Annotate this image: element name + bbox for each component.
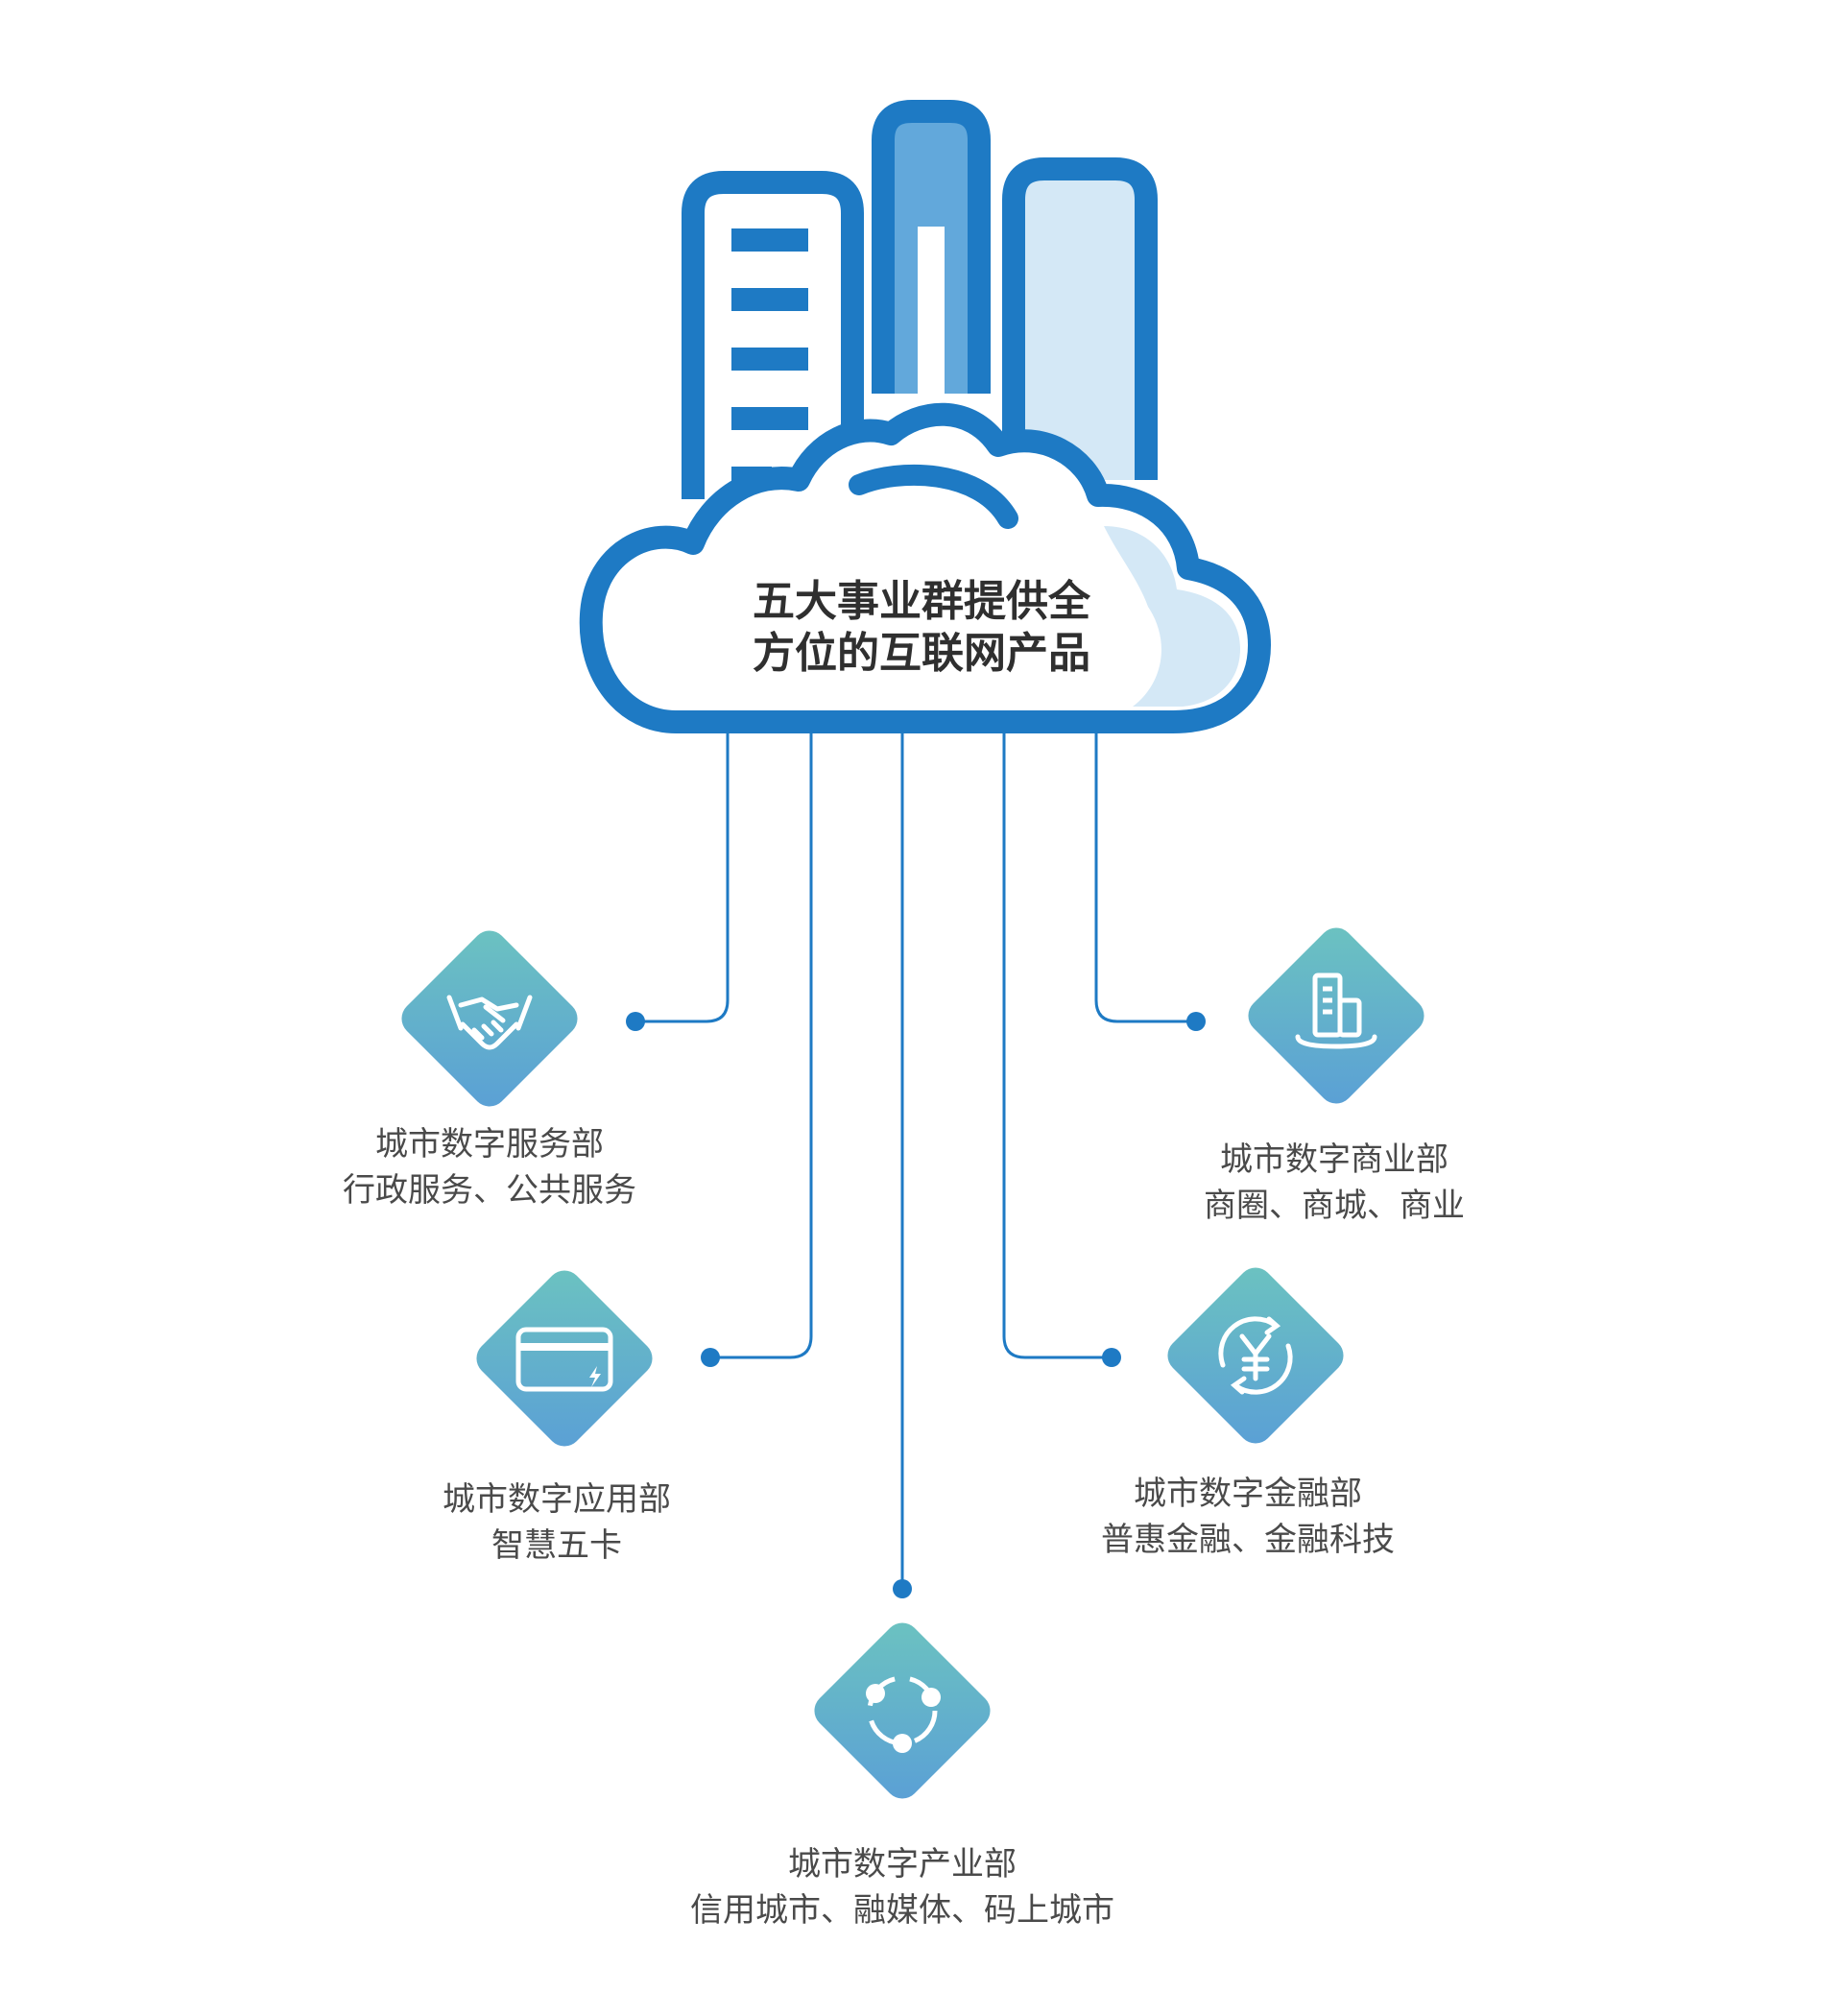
dot-application xyxy=(701,1348,720,1367)
share-cycle-icon xyxy=(866,1675,941,1753)
card-icon xyxy=(515,1327,613,1392)
department-name: 城市数字应用部 xyxy=(443,1480,671,1519)
department-desc: 信用城市、融媒体、码上城市 xyxy=(690,1891,1114,1930)
buildings-icon xyxy=(1295,972,1377,1049)
yuan-cycle-icon xyxy=(1218,1316,1293,1395)
hub-title-line1: 五大事业群提供全 xyxy=(753,577,1090,626)
node-application-diamond xyxy=(476,1270,653,1447)
department-desc: 智慧五卡 xyxy=(491,1526,622,1565)
department-desc: 普惠金融、金融科技 xyxy=(1101,1521,1395,1559)
department-name: 城市数字产业部 xyxy=(788,1845,1017,1884)
node-industry-label: 城市数字产业部 信用城市、融媒体、码上城市 xyxy=(605,1841,1200,1933)
hub-title-line2: 方位的互联网产品 xyxy=(753,629,1090,678)
handshake-icon xyxy=(446,995,533,1050)
node-service-label: 城市数字服务部 行政服务、公共服务 xyxy=(192,1121,787,1213)
node-service-diamond xyxy=(401,930,578,1107)
connector-application xyxy=(710,732,813,1359)
connector-commerce xyxy=(1094,732,1196,1023)
dot-industry xyxy=(893,1579,912,1598)
node-application-label: 城市数字应用部 智慧五卡 xyxy=(259,1476,854,1569)
node-commerce-label: 城市数字商业部 商圈、商城、商业 xyxy=(1037,1137,1632,1229)
connector-service xyxy=(635,732,730,1023)
dot-commerce xyxy=(1186,1012,1206,1031)
dot-finance xyxy=(1102,1348,1121,1367)
department-desc: 商圈、商城、商业 xyxy=(1204,1187,1465,1225)
dot-service xyxy=(626,1012,645,1031)
cloud-shape xyxy=(579,402,1271,733)
node-finance-diamond xyxy=(1167,1267,1344,1444)
node-industry-diamond xyxy=(814,1622,991,1799)
department-name: 城市数字商业部 xyxy=(1220,1140,1448,1179)
department-name: 城市数字金融部 xyxy=(1134,1475,1362,1513)
buildings-illustration xyxy=(682,100,1158,499)
department-desc: 行政服务、公共服务 xyxy=(343,1171,636,1210)
department-name: 城市数字服务部 xyxy=(375,1125,604,1164)
node-finance-label: 城市数字金融部 普惠金融、金融科技 xyxy=(950,1471,1545,1563)
node-commerce-diamond xyxy=(1248,927,1424,1104)
connector-dots xyxy=(626,1012,1206,1598)
hub-title: 五大事业群提供全 方位的互联网产品 xyxy=(691,576,1152,680)
connector-finance xyxy=(1002,732,1112,1359)
connector-lines xyxy=(635,732,1196,1586)
